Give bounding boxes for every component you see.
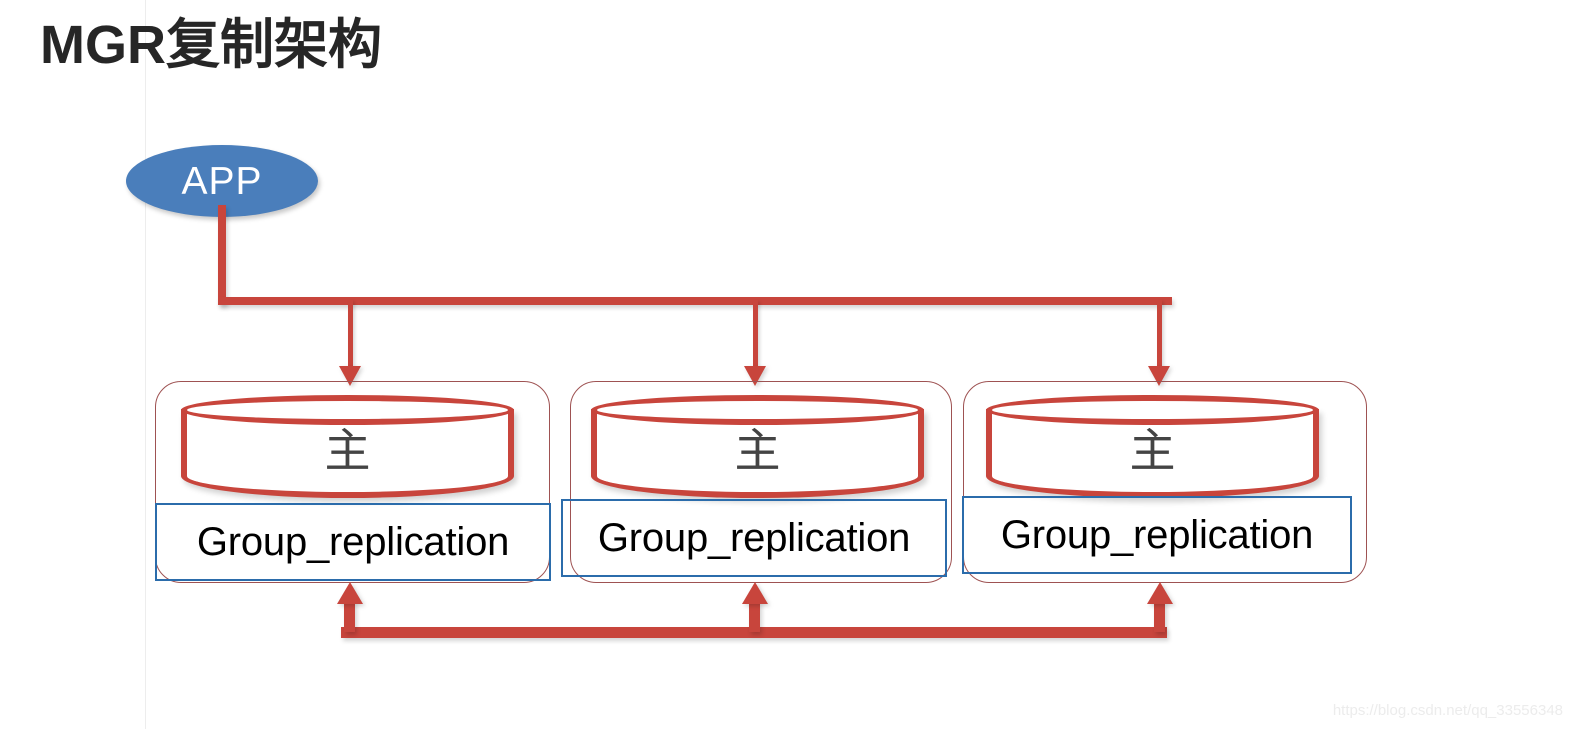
replication-box-label-1: Group_replication — [196, 520, 510, 564]
connector-app-down-stub — [218, 205, 226, 305]
connector-top-bus — [218, 297, 1172, 305]
replication-box-label-2: Group_replication — [597, 516, 911, 560]
page-title: MGR复制架构 — [40, 15, 382, 75]
background-guide-line — [145, 0, 146, 729]
connector-bottom-bus — [341, 627, 1167, 638]
node-group-3[interactable]: 主 — [963, 381, 1367, 583]
connector-riser-node-1 — [344, 600, 355, 632]
cylinder-label-2: 主 — [734, 424, 781, 477]
database-cylinder-2: 主 — [591, 395, 924, 498]
node-group-1[interactable]: 主 — [155, 381, 550, 583]
connector-riser-node-3 — [1154, 600, 1165, 632]
connector-drop-node-1 — [348, 300, 353, 368]
app-node-label: APP — [181, 159, 263, 203]
replication-box-3[interactable]: Group_replication — [962, 496, 1352, 574]
cylinder-label-3: 主 — [1129, 424, 1176, 477]
replication-box-1[interactable]: Group_replication — [155, 503, 551, 581]
arrowhead-up-node-1 — [337, 582, 363, 604]
connector-drop-node-3 — [1157, 300, 1162, 368]
connector-riser-node-2 — [749, 600, 760, 632]
watermark: https://blog.csdn.net/qq_33556348 — [1332, 702, 1563, 719]
cylinder-top-ellipse-1 — [181, 395, 514, 425]
arrowhead-up-node-3 — [1147, 582, 1173, 604]
connector-drop-node-2 — [753, 300, 758, 368]
replication-box-2[interactable]: Group_replication — [561, 499, 947, 577]
cylinder-top-ellipse-2 — [591, 395, 924, 425]
database-cylinder-3: 主 — [986, 395, 1319, 498]
cylinder-label-1: 主 — [324, 424, 371, 477]
database-cylinder-1: 主 — [181, 395, 514, 498]
arrowhead-up-node-2 — [742, 582, 768, 604]
cylinder-top-ellipse-3 — [986, 395, 1319, 425]
replication-box-label-3: Group_replication — [1000, 513, 1314, 557]
